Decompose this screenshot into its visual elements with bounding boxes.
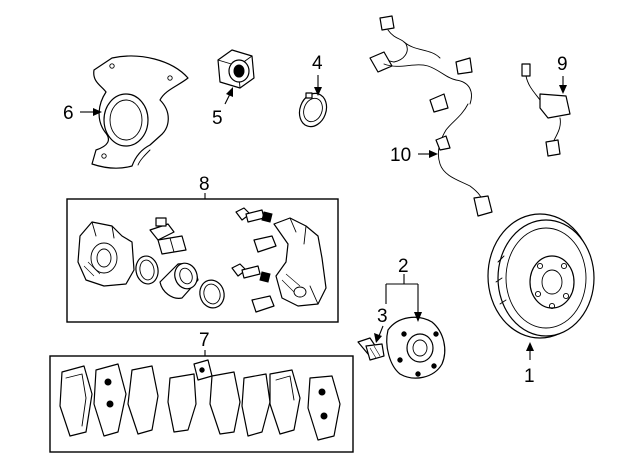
wheel-hub-part xyxy=(386,316,446,379)
arrow-6 xyxy=(93,108,102,116)
callout-7: 7 xyxy=(199,330,210,351)
wheel-stud-part xyxy=(357,337,385,361)
callout-8: 8 xyxy=(199,174,210,195)
callout-5: 5 xyxy=(212,108,223,129)
callout-9: 9 xyxy=(557,54,568,75)
arrow-3 xyxy=(374,333,382,343)
arrow-2 xyxy=(414,312,422,322)
wheel-bearing-part xyxy=(217,49,255,89)
arrow-4 xyxy=(314,87,322,96)
rear-sensor-part xyxy=(521,63,571,157)
arrow-10 xyxy=(429,150,438,158)
callout-2: 2 xyxy=(398,256,409,277)
arrow-5 xyxy=(226,87,233,97)
arrow-9 xyxy=(559,85,567,94)
abs-sensor-harness-part xyxy=(369,15,493,217)
pad-kit-frame xyxy=(49,355,354,453)
callout-3: 3 xyxy=(377,306,388,327)
caliper-kit-frame xyxy=(66,198,339,323)
brake-pad-set xyxy=(59,359,341,441)
splash-shield-part xyxy=(91,55,189,169)
leader-5 xyxy=(224,93,231,105)
callout-10: 10 xyxy=(390,145,411,166)
caliper-kit-parts xyxy=(77,207,327,313)
callout-4: 4 xyxy=(312,53,323,74)
callout-6: 6 xyxy=(63,103,74,124)
leader-3 xyxy=(378,325,384,337)
arrow-1 xyxy=(526,342,534,351)
snap-ring-part xyxy=(298,92,328,128)
brake-rotor-part xyxy=(487,213,595,339)
callout-1: 1 xyxy=(524,366,535,387)
